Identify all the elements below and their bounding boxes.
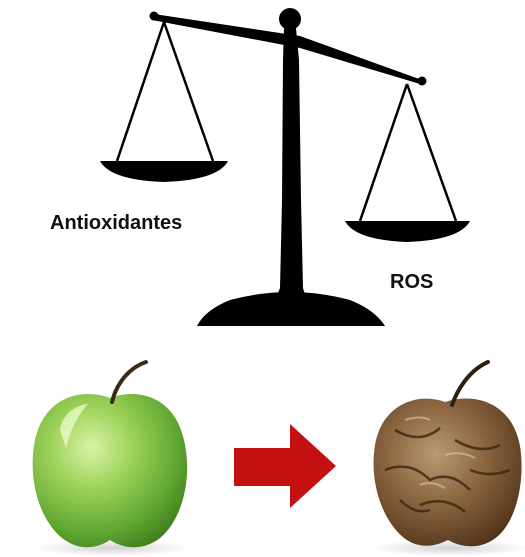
beam-end-left <box>150 12 159 21</box>
rotten-apple-icon <box>370 362 525 556</box>
beam-end-right <box>418 77 427 86</box>
scale-base <box>197 292 385 326</box>
scale-pillar <box>276 28 306 298</box>
ros-label: ROS <box>390 272 433 292</box>
rotten-apple-stem <box>452 362 488 405</box>
right-arrow-icon <box>234 424 336 508</box>
left-pan-string-1 <box>117 22 164 161</box>
arrow-shape <box>234 424 336 508</box>
fresh-apple-body <box>33 394 188 547</box>
scale-top-knob <box>279 8 301 30</box>
left-pan-string-2 <box>164 22 213 161</box>
green-apple-icon <box>32 362 192 556</box>
right-pan-string-1 <box>360 84 407 221</box>
antioxidants-label: Antioxidantes <box>50 213 182 233</box>
right-pan-string-2 <box>407 84 456 221</box>
left-pan <box>100 161 228 182</box>
right-pan <box>345 221 470 242</box>
